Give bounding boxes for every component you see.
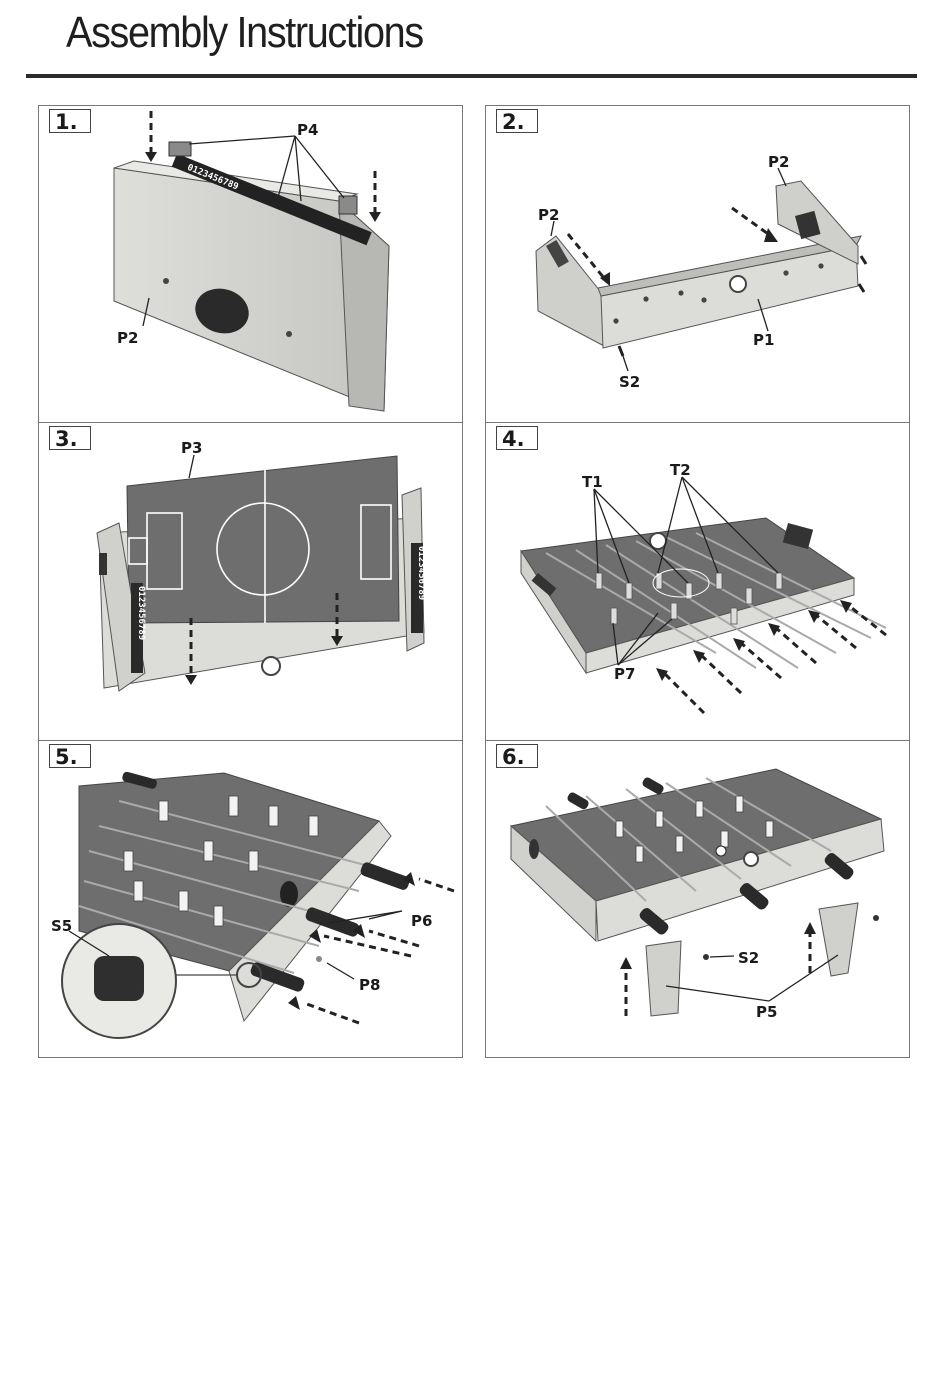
label-s2: S2 bbox=[619, 373, 640, 391]
step-3-panel: 3. 0123456789 0123456789 P3 bbox=[38, 422, 463, 741]
label-s5: S5 bbox=[51, 917, 72, 935]
label-p2-left: P2 bbox=[538, 206, 559, 224]
step-2-number: 2. bbox=[496, 109, 538, 133]
step-1-panel: 1. 0123456789 P4 P2 bbox=[38, 105, 463, 423]
step-4-illustration: T1 T2 P7 bbox=[486, 423, 909, 740]
label-p6: P6 bbox=[411, 912, 432, 930]
step-6-illustration: S2 P5 bbox=[486, 741, 909, 1057]
title-rule bbox=[26, 74, 917, 78]
step-3-number: 3. bbox=[49, 426, 91, 450]
step-5-illustration: S5 P6 P8 bbox=[39, 741, 462, 1057]
step-4-number: 4. bbox=[496, 426, 538, 450]
step-3-illustration: 0123456789 0123456789 P3 bbox=[39, 423, 462, 740]
scoreboard-right-digits: 0123456789 bbox=[416, 546, 426, 600]
label-p3: P3 bbox=[181, 439, 202, 457]
label-p2-right: P2 bbox=[768, 153, 789, 171]
label-p5: P5 bbox=[756, 1003, 777, 1021]
label-p7: P7 bbox=[614, 665, 635, 683]
step-2-panel: 2. P2 P2 P1 S2 bbox=[485, 105, 910, 423]
step-6-number: 6. bbox=[496, 744, 538, 768]
step-5-panel: 5. bbox=[38, 740, 463, 1058]
step-6-panel: 6. bbox=[485, 740, 910, 1058]
step-5-number: 5. bbox=[49, 744, 91, 768]
step-4-panel: 4. bbox=[485, 422, 910, 741]
step-2-illustration: P2 P2 P1 S2 bbox=[486, 106, 909, 422]
label-t1: T1 bbox=[582, 473, 603, 491]
scoreboard-left-digits: 0123456789 bbox=[136, 586, 146, 640]
label-p8: P8 bbox=[359, 976, 380, 994]
label-p2: P2 bbox=[117, 329, 138, 347]
label-s2: S2 bbox=[738, 949, 759, 967]
step-1-illustration: 0123456789 P4 P2 bbox=[39, 106, 462, 422]
label-p4: P4 bbox=[297, 121, 318, 139]
label-p1: P1 bbox=[753, 331, 774, 349]
label-t2: T2 bbox=[670, 461, 691, 479]
page-title: Assembly Instructions bbox=[66, 8, 423, 58]
step-1-number: 1. bbox=[49, 109, 91, 133]
